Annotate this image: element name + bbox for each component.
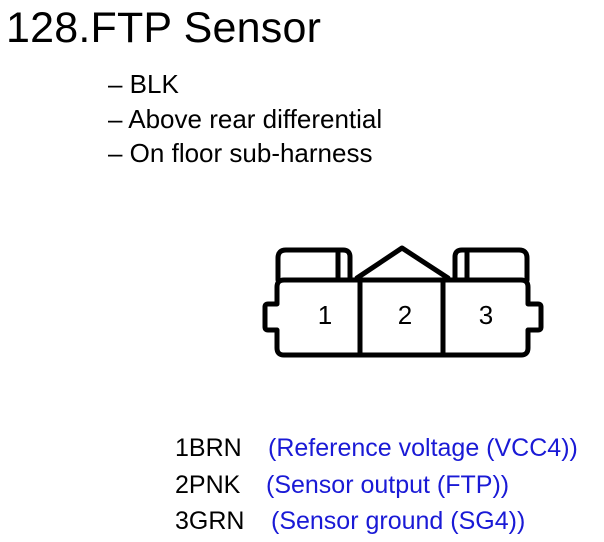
info-item-color: – BLK [108,69,179,99]
connector-info-list: – BLK – Above rear differential – On flo… [108,67,382,171]
left-latch [275,247,353,283]
center-key [354,245,451,281]
pin-description: (Reference voltage (VCC4)) [268,434,578,462]
pinout-row: 1BRN (Reference voltage (VCC4)) [0,430,604,467]
pin-wire-code: 1BRN [175,434,242,462]
connector-housing [262,277,544,358]
right-latch [452,247,530,283]
pin-wire-code: 2PNK [175,470,241,499]
pinout-list: 1BRN (Reference voltage (VCC4)) 2PNK (Se… [0,430,604,540]
pin-label-1: 1 [318,300,332,330]
pin-description: (Sensor ground (SG4)) [271,507,526,535]
pin-label-3: 3 [479,300,493,330]
pin-wire-code: 3GRN [175,507,245,535]
pinout-row: 2PNK (Sensor output (FTP)) [0,467,604,504]
pinout-row: 3GRN (Sensor ground (SG4)) [0,503,604,540]
pin-label-2: 2 [398,300,412,330]
info-item-location: – Above rear differential [108,103,383,134]
connector-title: 128.FTP Sensor [6,4,322,52]
pin-description: (Sensor output (FTP)) [266,470,510,499]
info-item-harness: – On floor sub-harness [108,138,373,168]
